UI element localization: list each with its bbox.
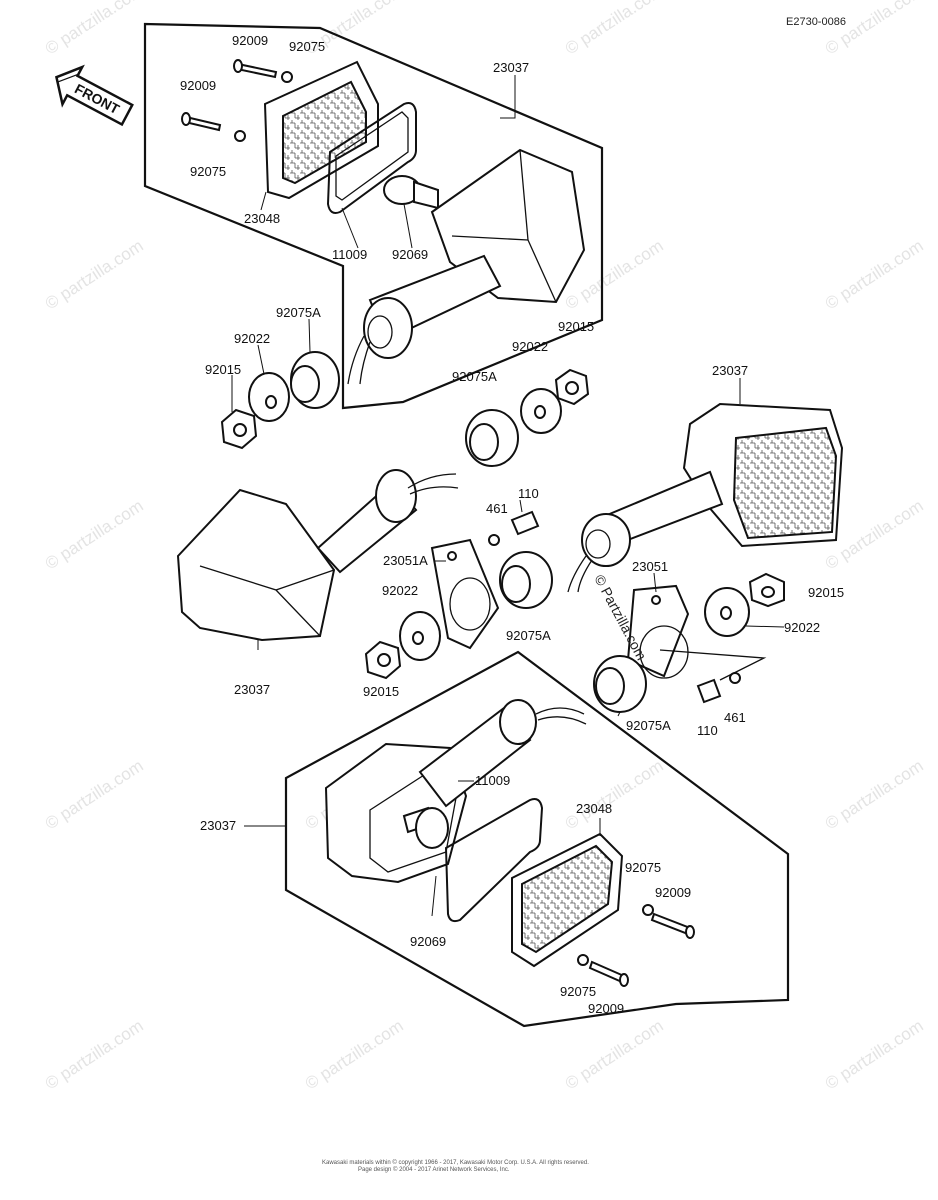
part-label: 92009 — [232, 33, 268, 48]
washer-92075-a — [281, 71, 293, 83]
part-label: 23037 — [234, 682, 270, 697]
bulb-92069-b — [402, 806, 449, 849]
footer-copyright: Kawasaki materials within © copyright 19… — [322, 1159, 589, 1166]
part-label: 23037 — [493, 60, 529, 75]
grommet-92075A-a — [290, 351, 340, 409]
bolt-92009-d — [588, 960, 629, 987]
part-label: 92075 — [289, 39, 325, 54]
watermark: © partzilla.com — [302, 1016, 407, 1093]
watermark-layer: © partzilla.com © partzilla.com © partzi… — [42, 0, 927, 1093]
watermark: © partzilla.com — [822, 756, 927, 833]
part-label: 92015 — [558, 319, 594, 334]
part-label: 92022 — [512, 339, 548, 354]
part-label: 23048 — [576, 801, 612, 816]
washer-461-a — [488, 534, 500, 546]
lens-23048-b — [511, 832, 624, 968]
nut-92015-b — [554, 368, 590, 406]
part-label: 92015 — [205, 362, 241, 377]
nut-92015-a — [220, 408, 258, 450]
watermark: © partzilla.com — [562, 1016, 667, 1093]
part-label: 92015 — [808, 585, 844, 600]
part-label: 92015 — [363, 684, 399, 699]
group-outline-bottom — [284, 650, 790, 1028]
part-label: 92075A — [626, 718, 671, 733]
lens-23048-a — [263, 60, 379, 200]
bracket-23051A — [430, 538, 500, 650]
part-label: 92075A — [506, 628, 551, 643]
bulb-92069-a — [383, 175, 439, 210]
watermark: © partzilla.com — [42, 496, 147, 573]
front-arrow-icon: FRONT — [54, 64, 134, 127]
bolt-92009-c — [650, 912, 695, 939]
grommet-92075A-b — [465, 409, 519, 467]
bolt-110-b — [696, 678, 722, 704]
part-label: 11009 — [475, 773, 510, 788]
part-label: 92075 — [625, 860, 661, 875]
bolt-92009-a — [233, 59, 278, 79]
nut-92015-d — [748, 572, 785, 608]
watermark: © partzilla.com — [42, 0, 147, 58]
part-label: 110 — [518, 486, 539, 501]
washer-92075-c — [642, 904, 654, 916]
housing-23037-d — [324, 699, 587, 884]
watermark: © partzilla.com — [822, 236, 927, 313]
housing-23037-a — [347, 148, 586, 385]
part-label: 92075A — [452, 369, 497, 384]
bolt-110-a — [510, 510, 540, 536]
part-label: 23048 — [244, 211, 280, 226]
part-label: 92022 — [234, 331, 270, 346]
leader-lines — [231, 75, 785, 917]
gasket-11009-b — [444, 798, 544, 923]
part-label: 461 — [724, 710, 746, 725]
nut-92015-c — [364, 640, 402, 680]
watermark: © partzilla.com — [42, 756, 147, 833]
part-label: 92022 — [382, 583, 418, 598]
watermark: © partzilla.com — [42, 236, 147, 313]
part-label: 110 — [697, 723, 718, 738]
part-label: 92069 — [392, 247, 428, 262]
part-label: 23051 — [632, 559, 668, 574]
watermark: © partzilla.com — [822, 1016, 927, 1093]
part-label: 92075A — [276, 305, 321, 320]
grommet-92075A-d — [593, 655, 647, 713]
watermark: © partzilla.com — [562, 756, 667, 833]
washer-92075-b — [234, 130, 246, 142]
watermark: © partzilla.com — [562, 0, 667, 58]
grommet-92075A-c — [499, 551, 553, 609]
part-label: 92009 — [180, 78, 216, 93]
housing-23037-b — [567, 402, 844, 593]
part-label: 92075 — [190, 164, 226, 179]
part-label: 23037 — [200, 818, 236, 833]
diagram-code: E2730-0086 — [786, 16, 846, 28]
group-outline-top — [143, 22, 604, 410]
part-label: 92022 — [784, 620, 820, 635]
housing-23037-c — [176, 469, 459, 642]
part-label: 92069 — [410, 934, 446, 949]
bolt-92009-b — [181, 112, 222, 132]
watermark: © partzilla.com — [42, 1016, 147, 1093]
part-label: 92009 — [588, 1001, 624, 1016]
part-label: 23051A — [383, 553, 428, 568]
part-label: 23037 — [712, 363, 748, 378]
part-label: 461 — [486, 501, 508, 516]
part-label: 11009 — [332, 247, 367, 262]
washer-92075-d — [577, 954, 589, 966]
footer-design: Page design © 2004 - 2017 Arinet Network… — [358, 1166, 510, 1173]
part-label: 92075 — [560, 984, 596, 999]
gasket-11009-a — [326, 102, 417, 214]
part-label: 92009 — [655, 885, 691, 900]
watermark: © partzilla.com — [822, 0, 927, 58]
part-labels: 92009 92075 92009 92075 23048 23037 1100… — [180, 33, 844, 1016]
